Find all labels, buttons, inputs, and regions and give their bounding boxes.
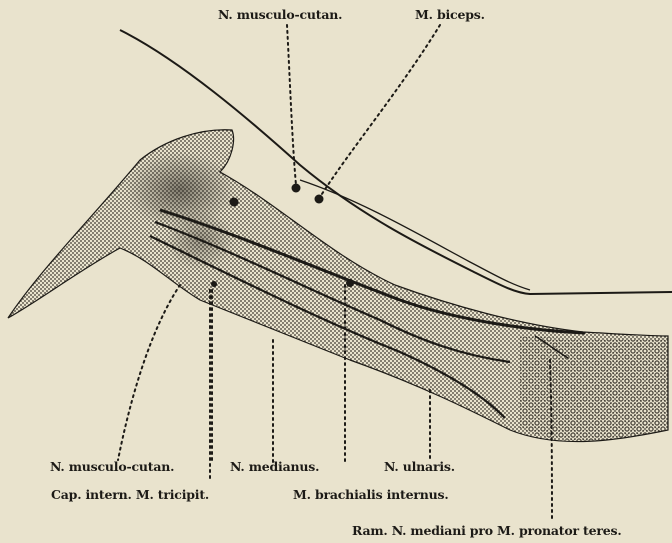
nerve-dot-brachialis bbox=[346, 279, 354, 287]
nerve-dot-medianus bbox=[211, 281, 217, 287]
nerve-dot-musculocutan bbox=[292, 184, 301, 193]
nerve-dot-biceps bbox=[315, 195, 324, 204]
label-cap-intern: Cap. intern. M. tricipit. bbox=[51, 489, 209, 502]
leader-n-musculo-bottom bbox=[118, 285, 180, 460]
label-n-musculo-cutan-top: N. musculo-cutan. bbox=[218, 9, 342, 22]
label-ram-n-mediani: Ram. N. mediani pro M. pronator teres. bbox=[352, 525, 622, 538]
pronator-region bbox=[520, 335, 668, 440]
leader-m-biceps bbox=[320, 25, 440, 197]
label-n-medianus: N. medianus. bbox=[230, 461, 319, 474]
label-n-musculo-cutan-bottom: N. musculo-cutan. bbox=[50, 461, 174, 474]
label-m-biceps: M. biceps. bbox=[415, 9, 485, 22]
label-m-brachialis: M. brachialis internus. bbox=[293, 489, 449, 502]
label-n-ulnaris: N. ulnaris. bbox=[384, 461, 455, 474]
nerve-dot-upper bbox=[230, 198, 239, 207]
